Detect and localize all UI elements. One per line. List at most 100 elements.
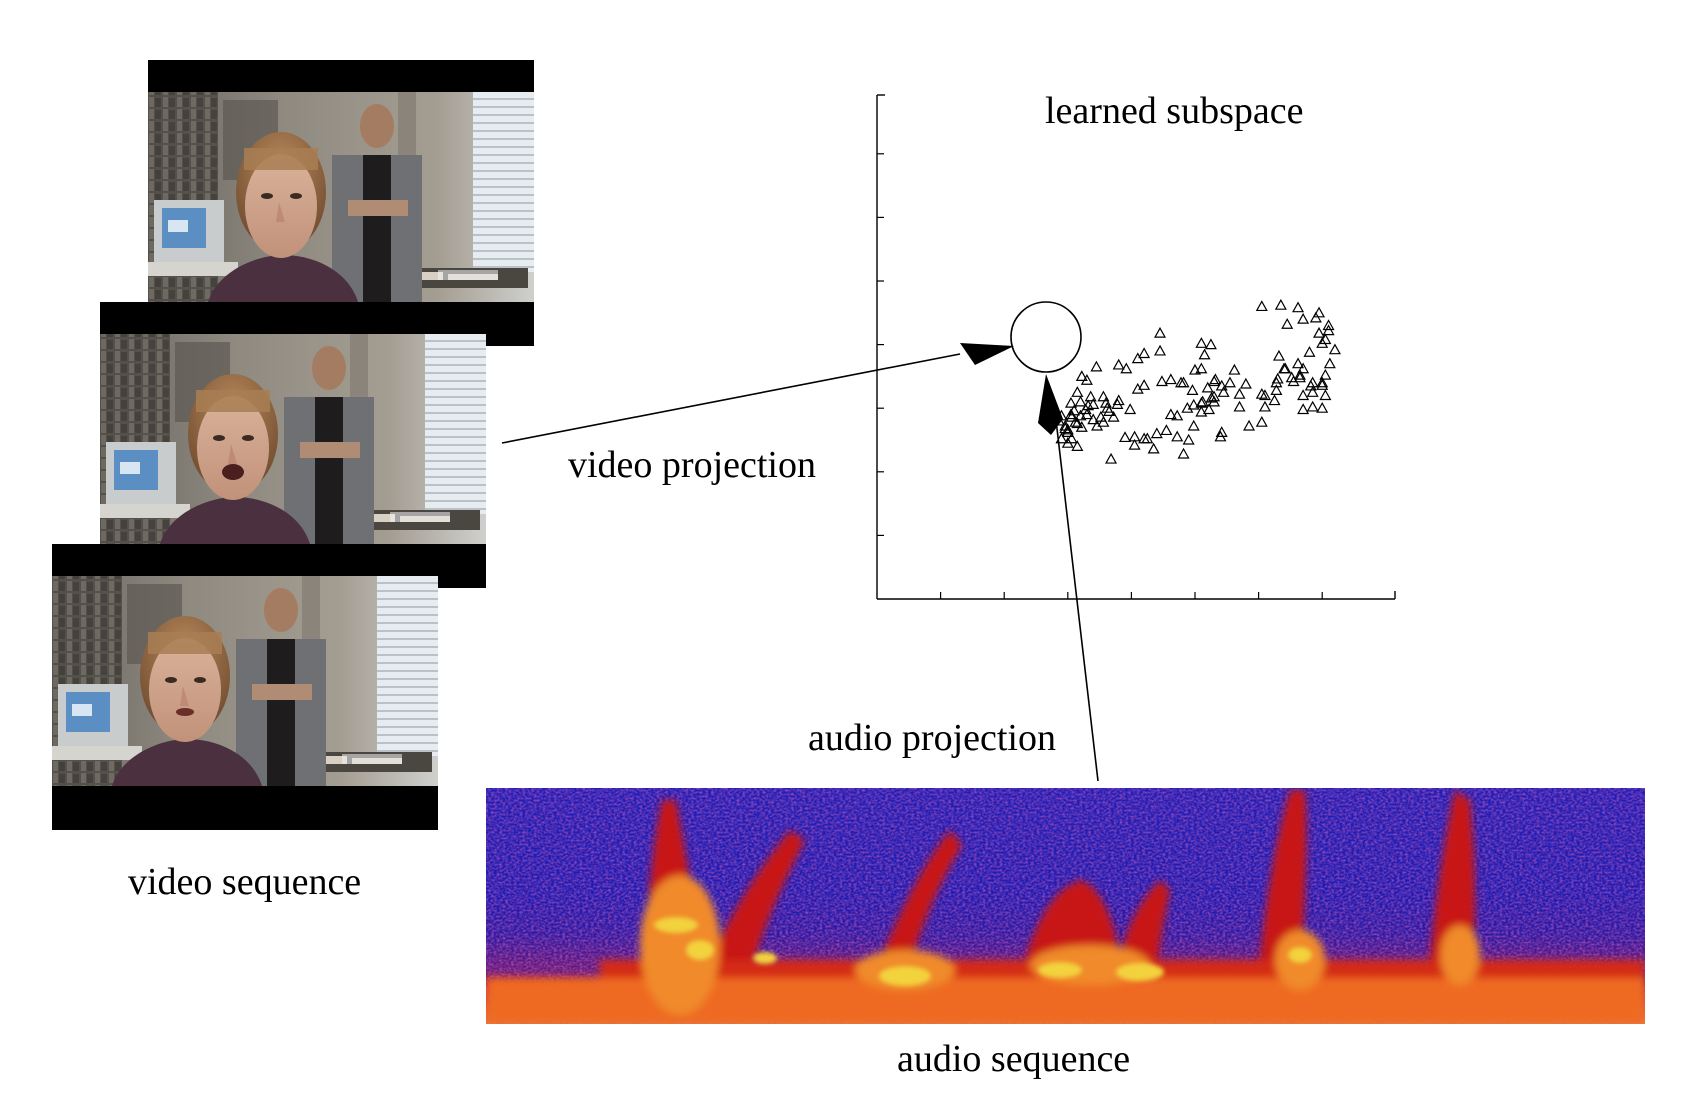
subspace-point: [1084, 390, 1097, 402]
subspace-point: [1281, 318, 1294, 329]
subspace-point: [1195, 362, 1208, 374]
subspace-point: [1059, 419, 1072, 431]
open-mouth: [222, 464, 244, 480]
subspace-point: [1187, 398, 1200, 410]
subspace-point: [1313, 306, 1326, 318]
subspace-point: [1233, 400, 1246, 412]
subspace-point: [1274, 298, 1287, 310]
subspace-point: [1297, 312, 1310, 324]
subspace-point: [1094, 410, 1107, 422]
learned-subspace-label: learned subspace: [1045, 90, 1304, 132]
subspace-point: [1138, 347, 1151, 359]
subspace-point: [1268, 394, 1281, 406]
subspace-point: [1128, 438, 1141, 450]
subspace-point: [1171, 409, 1184, 421]
audio-projection-label: audio projection: [808, 717, 1056, 759]
subspace-point: [1297, 389, 1310, 401]
subspace-point: [1198, 348, 1211, 360]
subspace-point: [1271, 372, 1284, 384]
subspace-point: [1303, 345, 1316, 357]
subspace-point: [1080, 373, 1093, 385]
subspace-point: [1064, 408, 1077, 420]
subspace-point: [1171, 430, 1184, 442]
subspace-point: [1272, 349, 1285, 361]
subspace-point: [1319, 368, 1332, 380]
subspace-point: [1097, 390, 1110, 402]
subspace-point: [1155, 375, 1168, 387]
subspace-point: [1075, 370, 1088, 381]
subspace-point: [1292, 301, 1305, 313]
subspace-point: [1071, 440, 1084, 451]
subspace-point: [1112, 358, 1125, 370]
subspace-point: [1215, 426, 1228, 437]
subspace-point: [1119, 431, 1132, 443]
video-projection-arrow: [501, 343, 1014, 444]
subspace-point: [1208, 390, 1221, 402]
subspace-point: [1177, 447, 1190, 459]
subspace-point: [1258, 400, 1271, 412]
subspace-point: [1319, 389, 1332, 401]
subspace-point: [1131, 382, 1144, 394]
subspace-point: [1195, 337, 1208, 348]
subspace-point: [1304, 379, 1317, 391]
subspace-point: [1160, 424, 1173, 436]
subspace-point: [1316, 376, 1329, 388]
subspace-point: [1154, 326, 1167, 338]
subspace-point: [1217, 386, 1230, 397]
subspace-point: [1164, 373, 1177, 385]
subspace-point: [1293, 368, 1306, 380]
subspace-point: [1074, 395, 1087, 407]
subspace-point: [1258, 389, 1271, 401]
subspace-point: [1099, 396, 1112, 408]
subspace-point: [1055, 432, 1068, 444]
subspace-point: [1182, 433, 1195, 445]
subspace-point: [1147, 442, 1160, 454]
subspace-point: [1233, 387, 1246, 399]
subspace-point: [1223, 376, 1236, 388]
subspace-point: [1154, 344, 1167, 356]
subspace-point: [1195, 396, 1208, 408]
subspace-point: [1064, 396, 1077, 408]
subspace-point: [1105, 452, 1118, 464]
subspace-point: [1059, 422, 1072, 434]
subspace-point: [1292, 357, 1305, 369]
learned-subspace-plot: [876, 94, 1396, 600]
subspace-point: [1107, 410, 1120, 422]
subspace-point: [1270, 376, 1283, 388]
subspace-point: [1188, 363, 1202, 375]
subspace-point: [1316, 379, 1329, 390]
subspace-point: [1087, 398, 1100, 409]
subspace-point: [1287, 375, 1300, 387]
subspace-point: [1255, 387, 1268, 399]
subspace-point: [1187, 419, 1200, 431]
subspace-point: [1124, 403, 1137, 415]
subspace-point: [1228, 363, 1241, 375]
subspace-point: [1323, 357, 1336, 369]
subspace-point: [1204, 338, 1217, 350]
subspace-point: [1138, 432, 1151, 444]
subspace-point: [1195, 405, 1208, 417]
subspace-point: [1205, 391, 1218, 403]
subspace-point: [1091, 419, 1104, 431]
subspace-point: [1255, 300, 1268, 312]
subspace-points: [1052, 298, 1341, 464]
audio-spectrogram: [486, 788, 1645, 1024]
subspace-point: [1164, 408, 1177, 420]
subspace-point: [1112, 394, 1125, 406]
subspace-point: [1306, 386, 1319, 397]
subspace-point: [1293, 371, 1306, 383]
subspace-point: [1239, 377, 1252, 389]
subspace-point: [1270, 384, 1283, 395]
subspace-point: [1101, 401, 1114, 413]
audio-sequence-label: audio sequence: [897, 1038, 1131, 1080]
audio-projection-arrow: [1038, 374, 1099, 782]
subspace-point: [1071, 386, 1084, 397]
slightly-open-mouth: [176, 708, 194, 716]
video-sequence-label: video sequence: [128, 861, 362, 903]
subspace-point: [1071, 417, 1084, 429]
subspace-point: [1209, 373, 1222, 385]
subspace-point: [1075, 421, 1088, 432]
video-frame-3: [52, 544, 438, 830]
subspace-point: [1202, 403, 1216, 415]
